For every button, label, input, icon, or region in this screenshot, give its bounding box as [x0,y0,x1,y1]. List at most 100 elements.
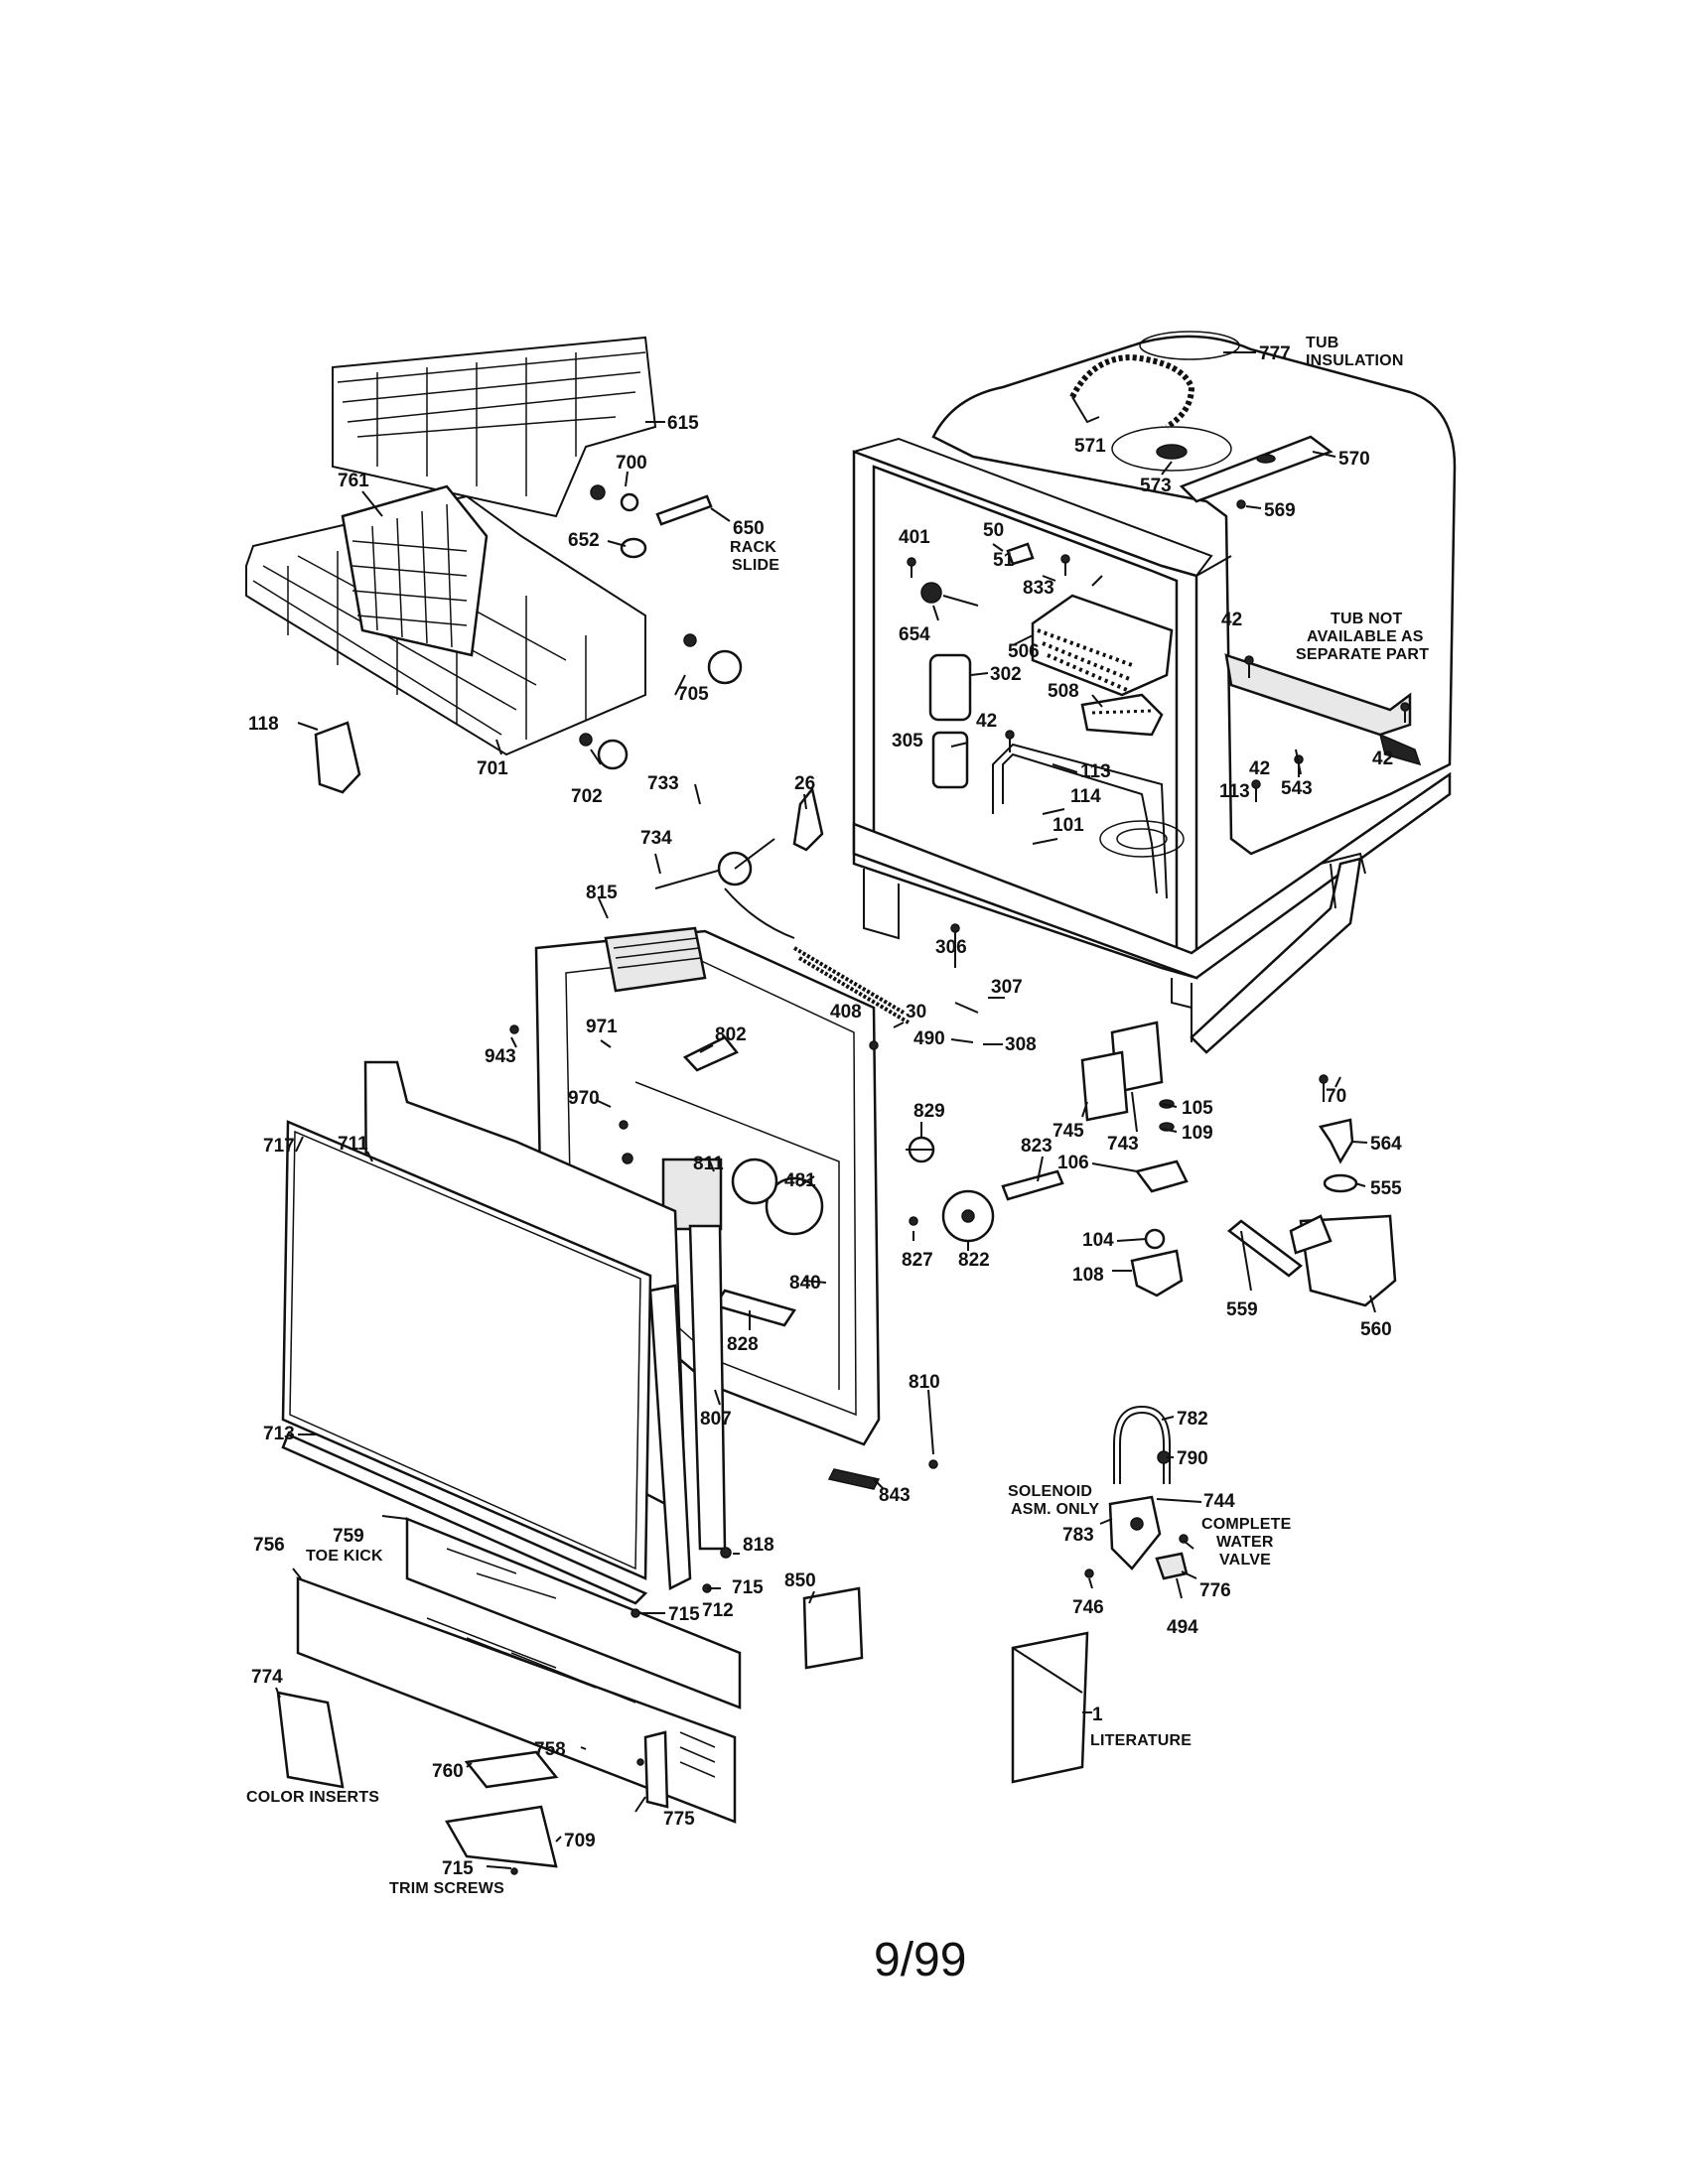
label-782: 782 [1177,1409,1208,1430]
right-side-parts [906,1021,1397,1580]
part-number-labels: 777 TUB INSULATION 615 700 761 571 573 5… [246,335,1429,1897]
label-746: 746 [1072,1597,1104,1618]
label-775: 775 [663,1809,695,1830]
label-101: 101 [1052,815,1084,836]
label-42a: 42 [1221,610,1242,630]
label-42b: 42 [976,711,997,732]
label-113a: 113 [1080,761,1111,782]
label-734: 734 [640,828,672,849]
label-305: 305 [892,731,923,751]
label-408: 408 [830,1002,862,1023]
label-774: 774 [251,1667,283,1688]
leader-lines [275,351,1376,1869]
label-tub-insulation-1: TUB [1306,335,1338,351]
label-104: 104 [1082,1230,1114,1251]
label-494: 494 [1167,1617,1198,1638]
label-42c: 42 [1249,758,1270,779]
page-number: 9/99 [874,1934,966,1986]
label-118: 118 [248,714,279,735]
label-rack-slide-1: RACK [730,539,776,556]
label-840: 840 [789,1273,821,1294]
label-715a: 715 [732,1577,764,1598]
label-822: 822 [958,1250,990,1271]
label-555: 555 [1370,1178,1402,1199]
label-543: 543 [1281,778,1313,799]
label-827: 827 [902,1250,933,1271]
label-650: 650 [733,518,765,539]
label-tub-na-1: TUB NOT [1331,611,1403,627]
label-807: 807 [700,1409,732,1430]
label-712: 712 [702,1600,734,1621]
label-970: 970 [568,1088,600,1109]
label-26: 26 [794,773,815,794]
label-30: 30 [906,1002,926,1023]
label-715c: 715 [442,1858,474,1879]
label-51: 51 [993,550,1015,571]
label-506: 506 [1008,641,1040,662]
label-713: 713 [263,1424,295,1444]
label-971: 971 [586,1017,618,1037]
label-560: 560 [1360,1319,1392,1340]
label-308: 308 [1005,1034,1037,1055]
label-306: 306 [935,937,967,958]
label-760: 760 [432,1761,464,1782]
label-829: 829 [913,1101,945,1122]
label-490: 490 [913,1028,945,1049]
label-literature: LITERATURE [1090,1732,1192,1749]
label-trim-screws: TRIM SCREWS [389,1880,504,1897]
label-570: 570 [1338,449,1370,470]
label-114: 114 [1070,786,1101,807]
label-777: 777 [1259,343,1291,364]
label-50: 50 [983,520,1004,541]
label-810: 810 [909,1372,940,1393]
label-cwv-1: COMPLETE [1201,1516,1292,1533]
label-573: 573 [1140,476,1172,496]
label-745: 745 [1052,1121,1084,1142]
label-715b: 715 [668,1604,700,1625]
toe-kick-assembly [276,1517,1089,1868]
label-302: 302 [990,664,1022,685]
label-1: 1 [1092,1705,1103,1725]
label-481: 481 [784,1170,816,1191]
tub-assembly [852,331,1457,1054]
label-105: 105 [1182,1098,1213,1119]
label-307: 307 [991,977,1023,998]
label-850: 850 [784,1570,816,1591]
label-815: 815 [586,883,618,903]
label-569: 569 [1264,500,1296,521]
label-108: 108 [1072,1265,1104,1286]
label-70: 70 [1326,1086,1346,1107]
label-113b: 113 [1219,781,1250,802]
label-711: 711 [338,1134,368,1155]
label-cwv-3: VALVE [1219,1552,1271,1569]
label-106: 106 [1057,1153,1089,1173]
label-702: 702 [571,786,603,807]
label-818: 818 [743,1535,774,1556]
label-943: 943 [485,1046,516,1067]
label-790: 790 [1177,1448,1208,1469]
label-811: 811 [693,1154,724,1174]
label-109: 109 [1182,1123,1213,1144]
label-toe-kick: TOE KICK [306,1548,383,1565]
label-tub-insulation-2: INSULATION [1306,352,1404,369]
label-tub-na-3: SEPARATE PART [1296,646,1429,663]
rack-hardware [314,484,824,852]
label-828: 828 [727,1334,759,1355]
label-cwv-2: WATER [1216,1534,1274,1551]
label-759: 759 [333,1526,364,1547]
label-843: 843 [879,1485,911,1506]
label-761: 761 [338,471,369,491]
label-823: 823 [1021,1136,1052,1157]
label-758: 758 [534,1739,566,1760]
label-508: 508 [1048,681,1079,702]
label-733: 733 [647,773,679,794]
door-assembly [281,838,911,1605]
label-717: 717 [263,1136,295,1157]
label-705: 705 [677,684,709,705]
label-564: 564 [1370,1134,1402,1155]
label-rack-slide-2: SLIDE [732,557,779,574]
label-709: 709 [564,1831,596,1851]
label-743: 743 [1107,1134,1139,1155]
label-tub-na-2: AVAILABLE AS [1307,628,1424,645]
